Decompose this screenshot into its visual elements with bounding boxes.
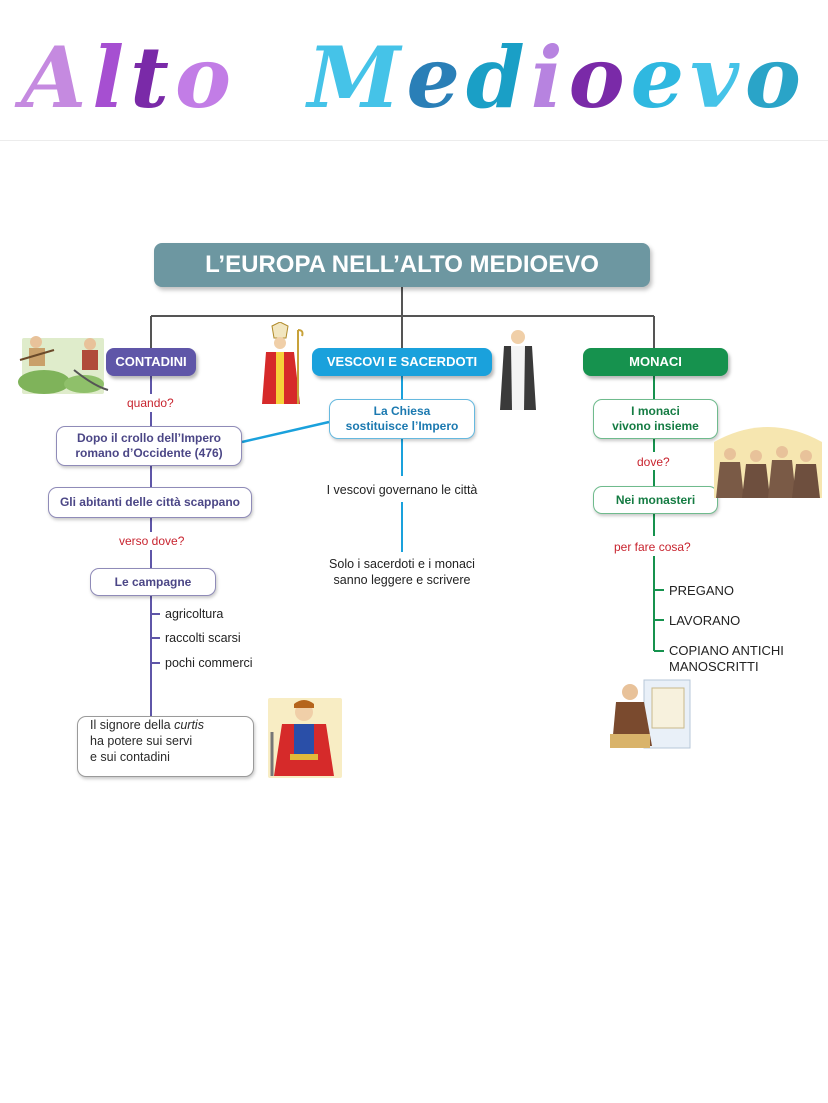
item-pochi-commerci: pochi commerci [165,656,253,670]
scribe-monk-illustration [610,679,691,749]
category-vescovi: VESCOVI E SACERDOTI [312,348,492,376]
leggere-line1: Solo i sacerdoti e i monaci [329,557,475,571]
box-signore-curtis: Il signore della curtis ha potere sui se… [77,716,254,777]
farmers-illustration [18,336,109,394]
box-monaci-insieme: I monaci vivono insieme [593,399,718,439]
title-letter: i [530,28,569,127]
title-letter: t [130,28,175,127]
title-divider [0,140,828,141]
box-nei-monasteri: Nei monasteri [593,486,718,514]
title-letter: e [630,28,691,127]
box-crollo-impero: Dopo il crollo dell’Impero romano d’Occi… [56,426,242,466]
chiesa-line1: La Chiesa [373,404,431,418]
category-monaci: MONACI [583,348,728,376]
title-letter: o [568,28,631,127]
text-vescovi-governano: I vescovi governano le città [302,482,502,498]
copiano-line1: COPIANO ANTICHI [669,643,784,658]
signore-line3: e sui contadini [90,750,170,764]
page-title: Alto Medioevo [0,18,828,138]
signore-line2: ha potere sui servi [90,734,193,748]
box-le-campagne: Le campagne [90,568,216,596]
item-pregano: PREGANO [669,583,735,598]
item-raccolti-scarsi: raccolti scarsi [165,631,241,645]
box-crollo-line2: romano d’Occidente (476) [75,446,223,460]
title-letter: o [174,28,238,127]
monaci-line1: I monaci [631,404,680,418]
title-letter: v [690,28,745,127]
bishop-illustration [262,322,304,404]
title-letter: d [465,28,531,127]
item-agricoltura: agricoltura [165,607,224,621]
question-per-fare-cosa: per fare cosa? [614,540,691,554]
text-leggere-scrivere: Solo i sacerdoti e i monaci sanno legger… [302,556,502,588]
box-crollo-line1: Dopo il crollo dell’Impero [76,431,221,445]
title-letter: A [21,28,93,127]
question-dove: dove? [637,455,670,469]
chiesa-line2: sostituisce l’Impero [345,419,459,433]
lord-illustration [268,698,342,778]
monaci-line2: vivono insieme [612,419,699,433]
signore-line1-a: Il signore della [90,718,175,732]
title-letter: l [92,28,131,127]
leggere-line2: sanno leggere e scrivere [333,573,471,587]
diagram-header: L’EUROPA NELL’ALTO MEDIOEVO [154,243,650,287]
box-chiesa-impero: La Chiesa sostituisce l’Impero [329,399,475,439]
title-letter: M [307,28,407,127]
priest-illustration [500,330,536,410]
signore-line1-curtis: curtis [174,718,204,732]
title-letter: e [406,28,466,127]
item-copiano: COPIANO ANTICHI MANOSCRITTI [669,643,784,675]
box-abitanti-scappano: Gli abitanti delle città scappano [48,487,252,518]
item-lavorano: LAVORANO [669,613,741,628]
category-contadini: CONTADINI [106,348,196,376]
question-quando: quando? [127,396,174,410]
copiano-line2: MANOSCRITTI [669,659,759,674]
title-letter: o [744,28,807,127]
signore-line1: Il signore della curtis [90,717,204,733]
question-verso-dove: verso dove? [119,534,185,548]
monks-illustration [714,427,822,498]
